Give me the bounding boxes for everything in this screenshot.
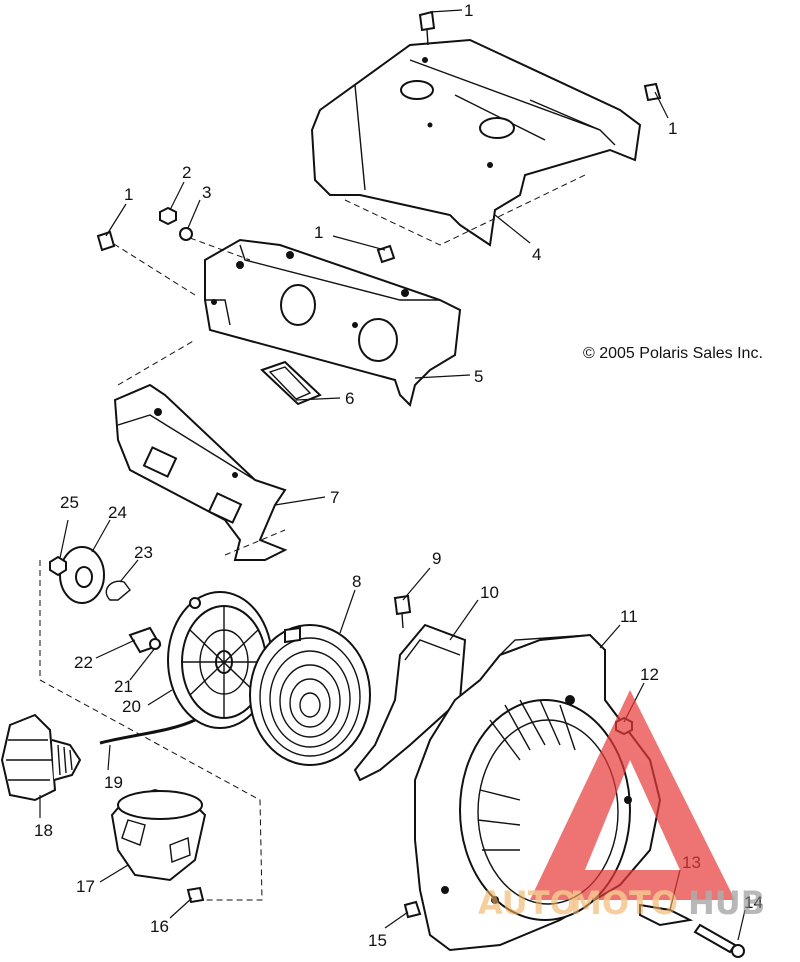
starter-pulley-part-20: [167, 591, 273, 729]
callout-10: 10: [480, 583, 499, 602]
recoil-spring-part-8: [249, 624, 371, 766]
callout-21: 21: [114, 677, 133, 696]
small-parts-21-25: [39, 546, 263, 901]
upper-shroud-part-4: [310, 38, 642, 247]
watermark-logo: AUTO MOTO HUB: [478, 690, 765, 922]
starter-rope-part-19: [99, 718, 196, 745]
watermark-text-hub: HUB: [688, 884, 765, 922]
callout-24: 24: [108, 503, 127, 522]
lower-bracket-part-7: [113, 339, 288, 561]
callout-23: 23: [134, 543, 153, 562]
callout-1c: 1: [124, 185, 133, 204]
callout-2: 2: [182, 163, 191, 182]
callout-5: 5: [474, 367, 483, 386]
callout-20: 20: [122, 697, 141, 716]
starter-cup-part-17: [110, 788, 207, 882]
callout-8: 8: [352, 572, 361, 591]
callout-1d: 1: [314, 223, 323, 242]
callout-15: 15: [368, 931, 387, 950]
callout-19: 19: [104, 773, 123, 792]
callout-17: 17: [76, 877, 95, 896]
callout-3: 3: [202, 183, 211, 202]
watermark-triangle-icon: [530, 690, 735, 900]
callout-7: 7: [330, 488, 339, 507]
callout-16: 16: [150, 917, 169, 936]
middle-bracket-part-5: [204, 238, 462, 407]
callout-4: 4: [532, 245, 541, 264]
callout-1a: 1: [464, 1, 473, 20]
fasteners-top: [96, 10, 662, 296]
callout-6: 6: [345, 389, 354, 408]
callout-14: 14: [744, 893, 763, 912]
gasket-part-6: [260, 360, 322, 406]
callout-12: 12: [640, 665, 659, 684]
watermark-text-moto: MOTO: [570, 884, 678, 922]
copyright-text: © 2005 Polaris Sales Inc.: [583, 345, 763, 362]
callout-18: 18: [34, 821, 53, 840]
callout-25: 25: [60, 493, 79, 512]
callout-1b: 1: [668, 119, 677, 138]
bracket-part-10: [353, 623, 467, 782]
callout-11: 11: [620, 607, 638, 626]
callout-labels: 1 1 1 1 2 3 4 5 6 7 8 9 10 11 12 13 14 1…: [34, 1, 763, 950]
callout-22: 22: [74, 653, 93, 672]
callout-9: 9: [432, 549, 441, 568]
bolt-part-9: [393, 594, 412, 629]
rope-handle-part-18: [0, 713, 82, 802]
watermark-text-auto: AUTO: [478, 884, 577, 922]
